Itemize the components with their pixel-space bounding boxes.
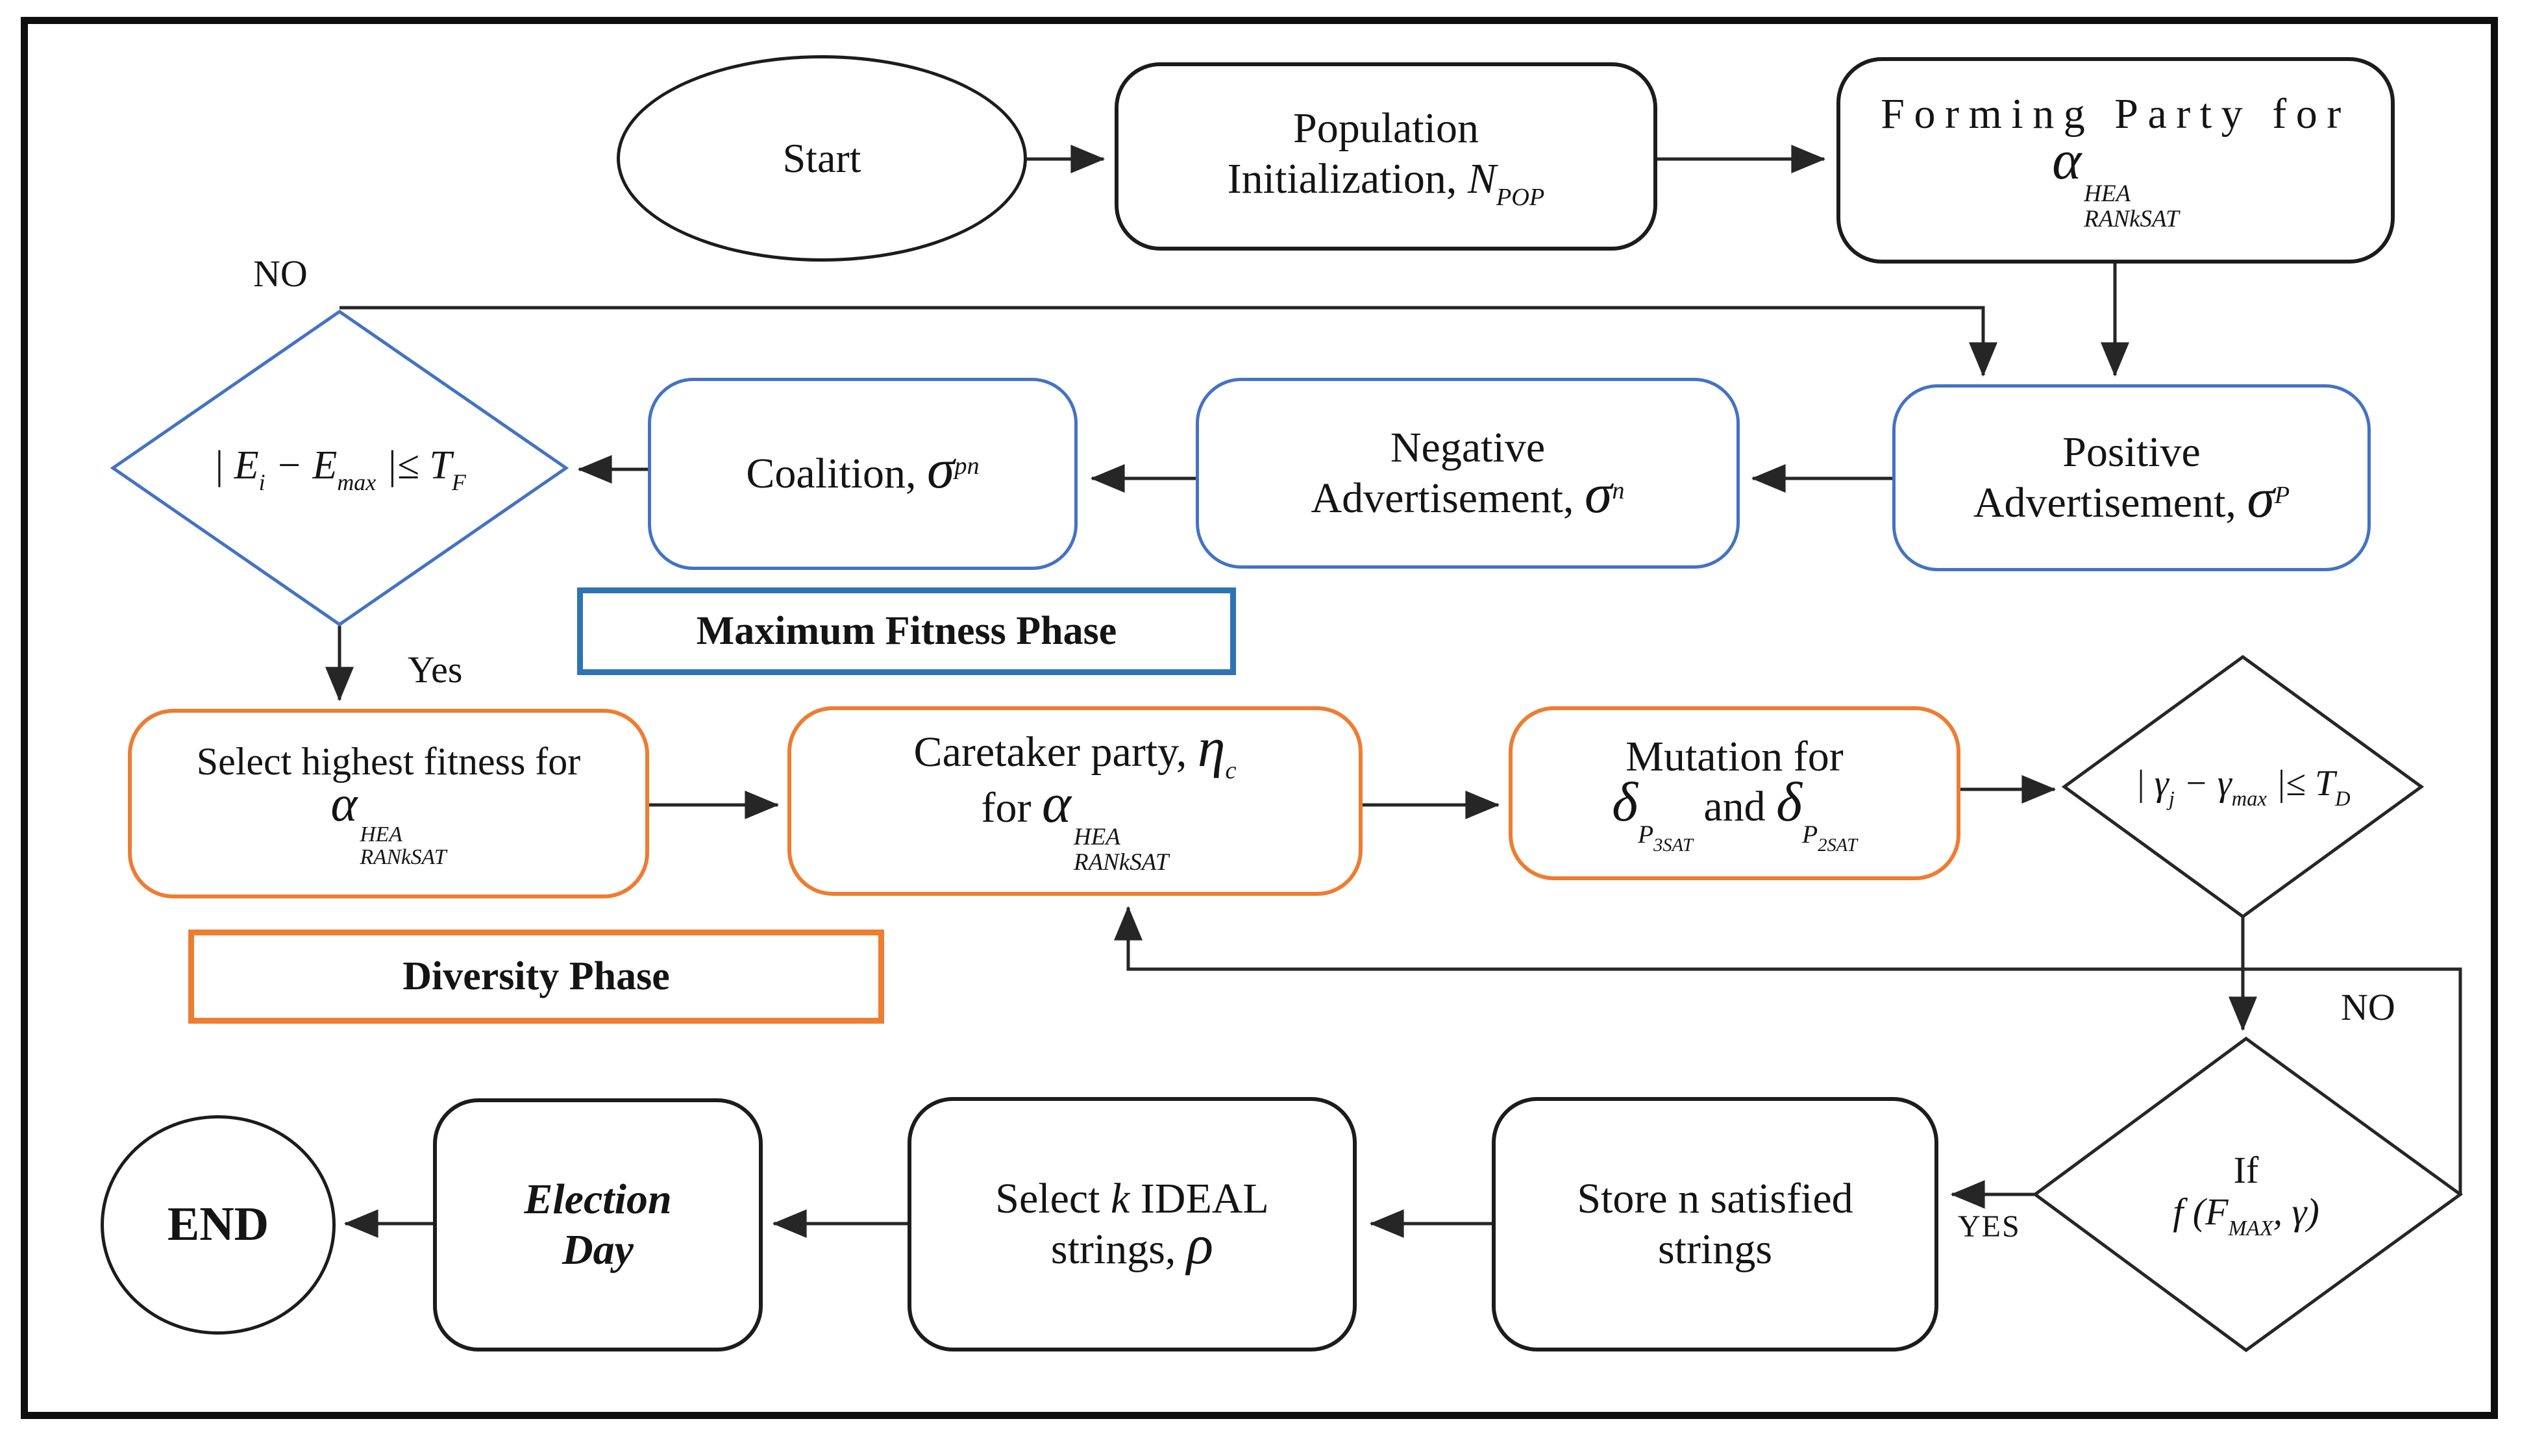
coalition-node: Coalition, σpn xyxy=(648,378,1078,570)
select-k-ideal-strings-node: Select k IDEAL strings, ρ xyxy=(908,1097,1357,1351)
yes-label-mid: Yes xyxy=(408,648,463,691)
population-line1: Population xyxy=(1292,104,1479,152)
no-label-top: NO xyxy=(253,253,308,295)
diversity-decision-diamond xyxy=(2061,654,2425,919)
no-label-bottom: NO xyxy=(2341,986,2395,1028)
mutation-line1: Mutation for xyxy=(1625,732,1844,780)
mutation-line2: δP3SAT and δP2SAT xyxy=(1612,771,1857,856)
fitness-decision-formula: | Ei − Emax |≤ TF xyxy=(213,443,466,495)
negative-advertisement-node: Negative Advertisement, σn xyxy=(1196,378,1740,569)
election-day-node: Election Day xyxy=(433,1098,763,1351)
store-line1: Store n satisfied xyxy=(1577,1175,1853,1223)
election-line2: Day xyxy=(562,1226,634,1274)
population-initialization-node: Population Initialization, NPOP xyxy=(1115,62,1657,251)
store-satisfied-strings-node: Store n satisfied strings xyxy=(1492,1097,1938,1351)
positive-line2: Advertisement, σP xyxy=(1973,467,2290,529)
diversity-phase-label: Diversity Phase xyxy=(188,930,884,1024)
negative-line1: Negative xyxy=(1390,424,1546,472)
coalition-label: Coalition, σpn xyxy=(746,438,980,500)
arrow-no-feedback-top xyxy=(340,306,1997,377)
final-decision-formula: If f (FMAX, γ) xyxy=(2173,1148,2319,1240)
select-fitness-line1: Select highest fitness for xyxy=(196,739,581,783)
mutation-node: Mutation for δP3SAT and δP2SAT xyxy=(1509,706,1960,880)
maximum-fitness-phase-label: Maximum Fitness Phase xyxy=(577,587,1236,675)
forming-line1: Forming Party for xyxy=(1881,90,2351,138)
arrow-no-feedback-to-caretaker xyxy=(1114,906,2462,1194)
select-k-line1: Select k IDEAL xyxy=(995,1175,1269,1223)
yes-label-bottom: YES xyxy=(1958,1209,2021,1244)
positive-advertisement-node: Positive Advertisement, σP xyxy=(1892,384,2371,571)
store-line2: strings xyxy=(1657,1226,1773,1273)
end-label: END xyxy=(167,1198,269,1252)
end-node: END xyxy=(101,1115,336,1335)
negative-line2: Advertisement, σn xyxy=(1311,463,1625,524)
start-node: Start xyxy=(617,55,1027,262)
caretaker-line1: Caretaker party, ηc xyxy=(913,716,1237,785)
start-label: Start xyxy=(782,135,861,182)
fitness-decision-diamond xyxy=(110,309,569,627)
final-decision-diamond xyxy=(2032,1036,2464,1353)
positive-line1: Positive xyxy=(2062,428,2201,476)
select-k-line2: strings, ρ xyxy=(1050,1214,1214,1276)
diversity-decision-formula: | γj − γmax |≤ TD xyxy=(2135,763,2351,811)
election-line1: Election xyxy=(524,1176,672,1224)
population-line2: Initialization, NPOP xyxy=(1227,154,1545,211)
